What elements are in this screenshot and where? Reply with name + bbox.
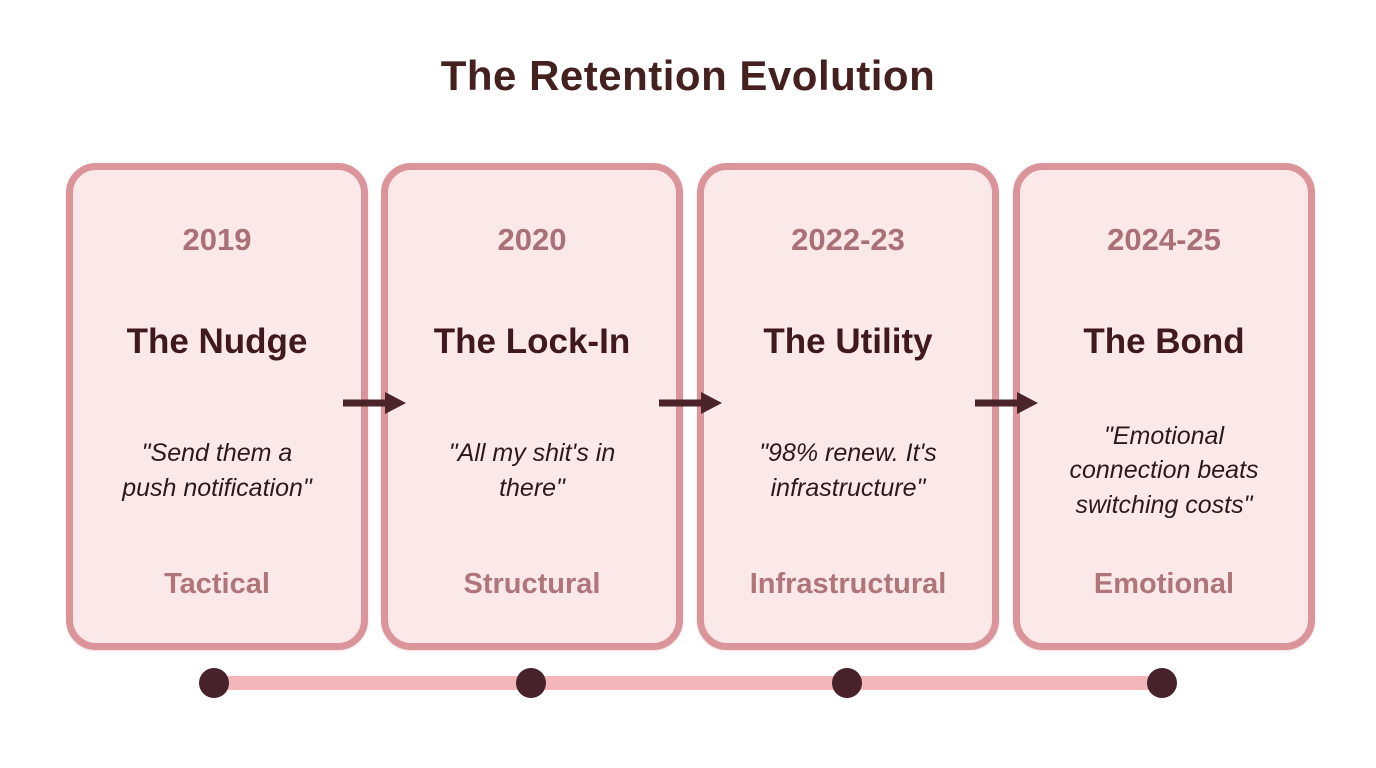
arrow-right-icon [974,392,1038,414]
card-quote: "All my shit's in there" [448,439,616,502]
timeline-dot [516,668,546,698]
timeline-dot [832,668,862,698]
card-title: The Utility [763,322,933,361]
card-category-label: Emotional [1093,568,1235,600]
card-year: 2020 [497,222,567,257]
arrow-right-icon [342,392,406,414]
card-year: 2024-25 [1107,222,1221,257]
arrow-right-icon [658,392,722,414]
card-year: 2019 [182,222,252,257]
timeline-card-2019: 2019 The Nudge "Send them a push notific… [66,163,368,650]
timeline-dot [1147,668,1177,698]
timeline-dot [199,668,229,698]
card-category-label: Infrastructural [749,568,947,600]
timeline-card-2024-25: 2024-25 The Bond "Emotional connection b… [1013,163,1315,650]
card-quote: "98% renew. It's infrastructure" [759,439,937,502]
timeline-card-2020: 2020 The Lock-In "All my shit's in there… [381,163,683,650]
card-category-label: Structural [463,568,601,600]
card-category-label: Tactical [164,568,270,600]
timeline-bar [214,676,1162,690]
card-title: The Bond [1083,322,1245,361]
card-quote-area: "Emotional connection beats switching co… [1020,398,1308,543]
card-quote: "Send them a push notification" [122,439,312,502]
card-quote-area: "Send them a push notification" [73,398,361,543]
timeline-card-2022-23: 2022-23 The Utility "98% renew. It's inf… [697,163,999,650]
card-title: The Nudge [126,322,308,361]
card-quote-area: "98% renew. It's infrastructure" [704,398,992,543]
page-title: The Retention Evolution [440,52,936,99]
card-quote-area: "All my shit's in there" [388,398,676,543]
card-year: 2022-23 [791,222,905,257]
card-quote: "Emotional connection beats switching co… [1069,421,1259,519]
card-title: The Lock-In [433,322,631,361]
